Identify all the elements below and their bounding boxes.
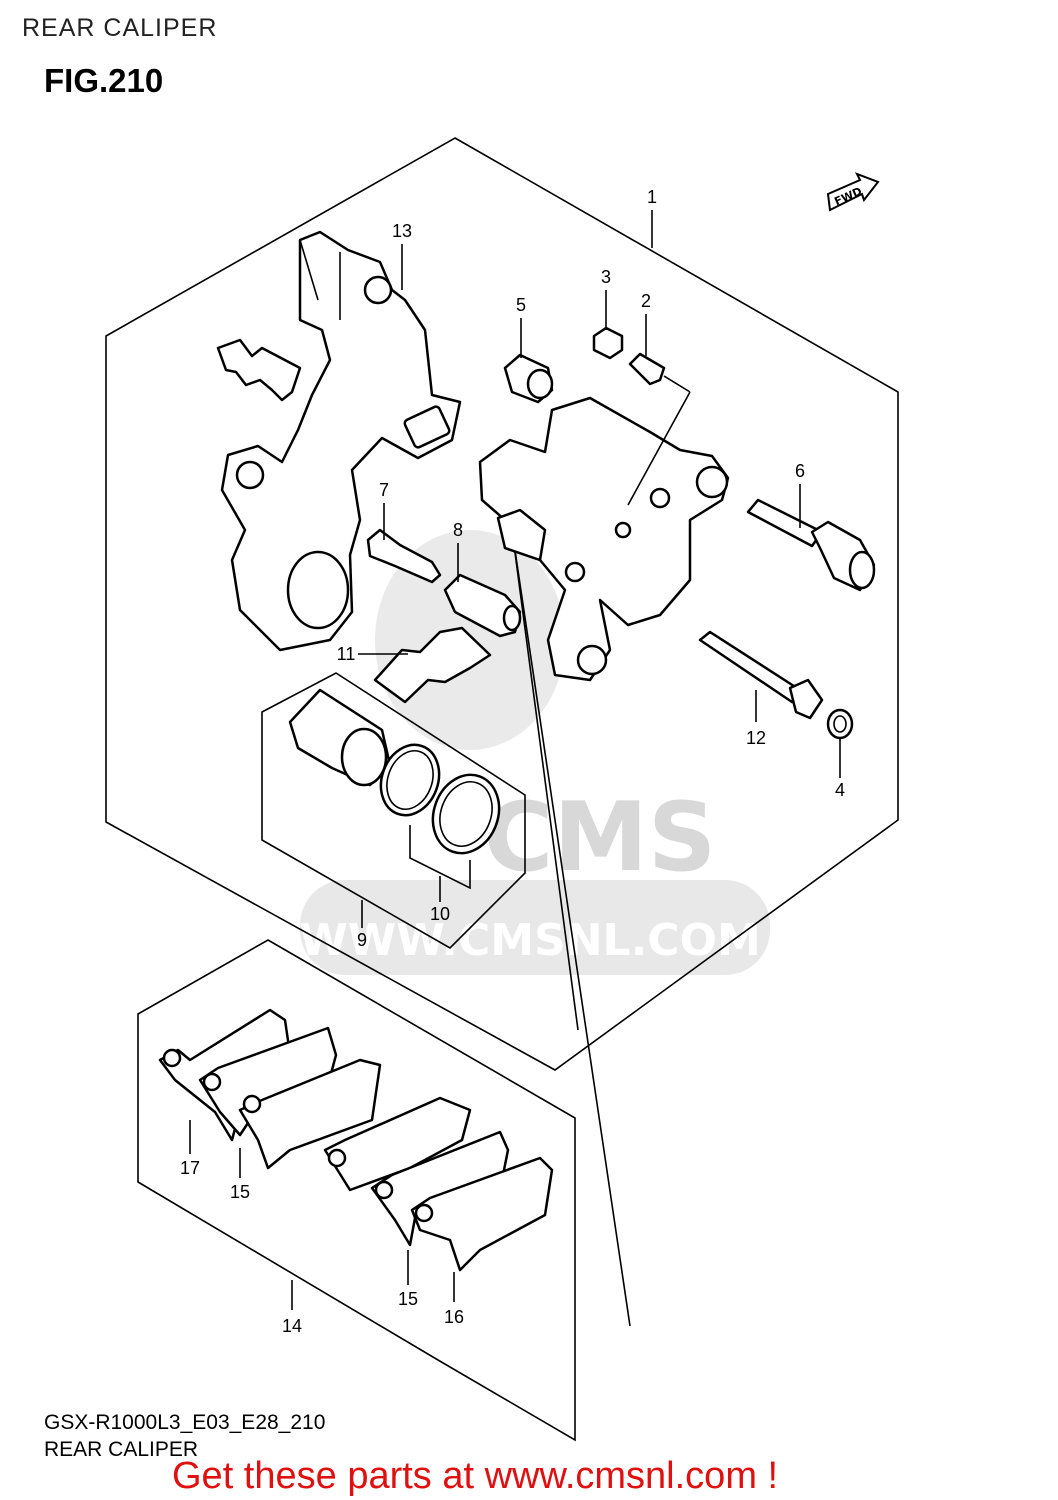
callout-12: 12: [746, 728, 766, 748]
brake-pad-lower-part: [323, 1096, 510, 1247]
leader-lines: [189, 210, 841, 1310]
watermark-brand: CMS: [484, 783, 717, 893]
callout-8: 8: [453, 520, 463, 540]
callout-3: 3: [601, 267, 611, 287]
pad-spring-part: [373, 626, 492, 704]
callout-14: 14: [282, 1316, 302, 1336]
piston-part: [288, 688, 392, 787]
plug-part: [826, 708, 854, 740]
bleeder-valve-part: [627, 352, 691, 506]
pad-spring-clip: [216, 338, 302, 402]
page-header-title: REAR CALIPER: [22, 14, 218, 42]
slide-pin-part: [746, 498, 876, 592]
callout-17: 17: [180, 1158, 200, 1178]
callout-13: 13: [392, 221, 412, 241]
callout-7: 7: [379, 480, 389, 500]
callout-2: 2: [641, 291, 651, 311]
callout-4: 4: [835, 780, 845, 800]
pad-shim-lower-part: [410, 1156, 554, 1272]
watermark-url: WWW.CMSNL.COM: [299, 915, 761, 966]
callout-16: 16: [444, 1307, 464, 1327]
callout-1: 1: [647, 187, 657, 207]
callout-6: 6: [795, 461, 805, 481]
dust-seal-part: [431, 773, 501, 855]
promo-link[interactable]: Get these parts at www.cmsnl.com !: [172, 1455, 779, 1497]
callout-9: 9: [357, 930, 367, 950]
callout-15a: 15: [230, 1182, 250, 1202]
caliper-bracket-part: [220, 230, 462, 652]
seal-bracket: [409, 825, 471, 890]
caliper-assembly-frame: [105, 137, 899, 1071]
section-name: REAR CALIPER: [44, 1438, 199, 1461]
callout-5: 5: [516, 295, 526, 315]
long-pin-part: [698, 630, 824, 720]
callout-15b: 15: [398, 1289, 418, 1309]
callout-10: 10: [430, 904, 450, 924]
piston-set-frame: [261, 672, 526, 949]
caliper-body-part: [478, 396, 730, 682]
guide-pin-part: [443, 573, 522, 638]
bleeder-grommet-part: [503, 353, 554, 404]
piston-seal-part: [379, 743, 441, 817]
figure-number: FIG.210: [44, 62, 164, 99]
pad-set-frame: [137, 939, 576, 1442]
model-code: GSX-R1000L3_E03_E28_210: [44, 1411, 326, 1434]
bleeder-cap-part: [592, 326, 624, 360]
caliper-bolt-part: [366, 528, 442, 584]
callout-11: 11: [337, 644, 356, 664]
fwd-arrow-icon: FWD: [826, 172, 880, 212]
brake-pad-upper-part: [198, 1026, 382, 1170]
